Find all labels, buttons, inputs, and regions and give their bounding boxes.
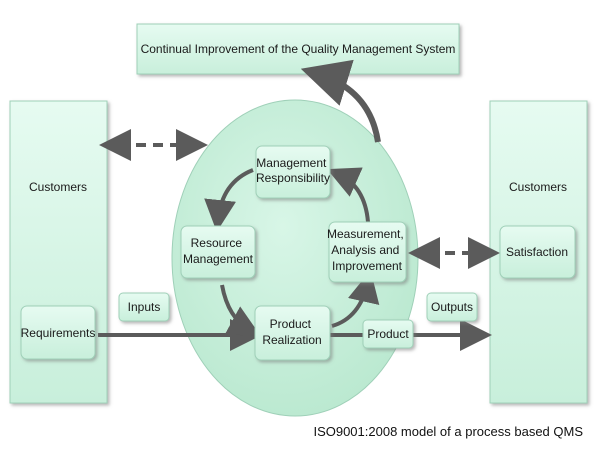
inputs-box: Inputs [118,292,170,322]
management-responsibility-box: Management Responsibility [255,145,331,199]
product-label: Product [367,327,409,341]
inputs-label: Inputs [128,300,161,314]
title-text: Continual Improvement of the Quality Man… [141,42,456,56]
product-realization-line-1: Product [270,317,312,331]
product-realization-box: Product Realization [254,305,331,361]
management-line-1: Management [256,156,327,170]
title-box: Continual Improvement of the Quality Man… [136,23,460,75]
resource-line-1: Resource [191,236,243,250]
management-line-2: Responsibility [256,171,330,185]
right-customers-label: Customers [509,180,567,194]
svg-text:Management Responsibilit: Management Responsibility [256,156,330,185]
measurement-line-2: Analysis and [331,243,399,257]
requirements-label: Requirements [21,326,96,340]
cycle-arrow-measurement-to-mgmt [327,167,370,223]
outputs-label: Outputs [431,300,473,314]
outputs-box: Outputs [426,292,478,322]
svg-text:Resource Management: Resource Management [183,236,254,266]
svg-text:Measurement, Analysis an: Measurement, Analysis and Improvement [327,227,407,273]
left-customers-label: Customers [29,180,87,194]
measurement-line-1: Measurement, [327,227,404,241]
measurement-analysis-box: Measurement, Analysis and Improvement [327,221,407,283]
svg-text:Product Realization: Product Realization [262,317,321,347]
product-realization-line-2: Realization [262,333,321,347]
diagram-caption: ISO9001:2008 model of a process based QM… [313,424,583,439]
resource-line-2: Management [183,252,254,266]
satisfaction-label: Satisfaction [506,245,568,259]
product-box: Product [362,319,414,349]
improvement-arrow [300,59,381,143]
satisfaction-box: Satisfaction [499,225,576,279]
cycle-arrow-resource-to-product [220,284,261,336]
cycle-arrow-mgmt-to-resource [204,168,254,232]
requirements-box: Requirements [20,305,96,360]
cycle-arrow-product-to-measurement [331,270,380,328]
measurement-line-3: Improvement [332,259,403,273]
resource-management-box: Resource Management [180,225,256,279]
